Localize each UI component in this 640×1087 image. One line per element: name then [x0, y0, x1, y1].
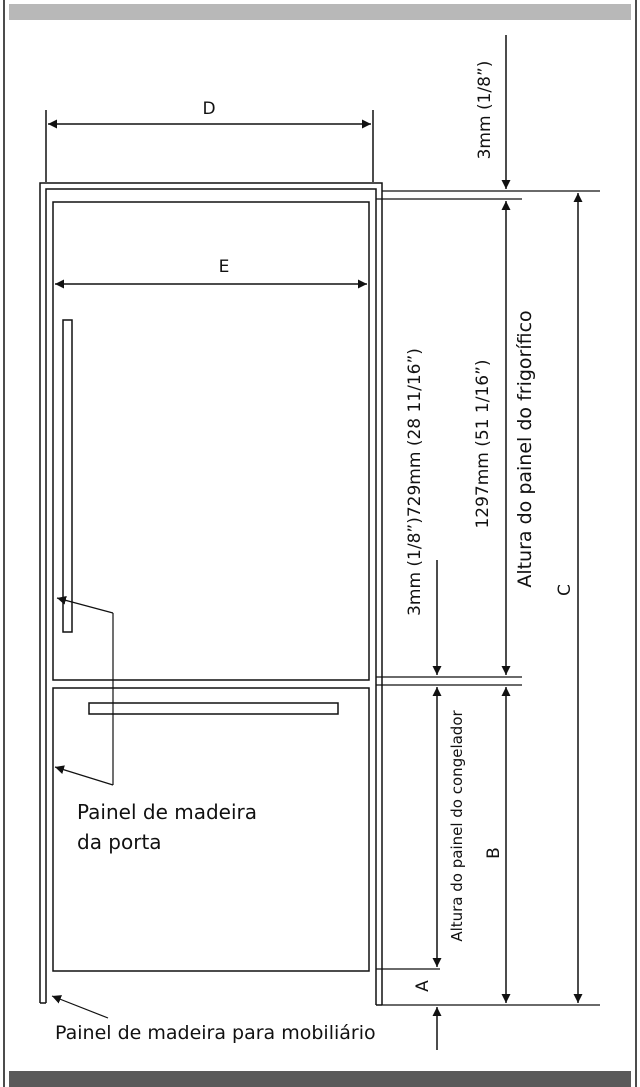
label-door-panel-line2: da porta	[77, 830, 162, 854]
label-b: B	[484, 847, 504, 859]
label-d: D	[202, 99, 215, 119]
label-freezer-panel: Altura do painel do congelador	[448, 710, 466, 942]
label-door-panel-line1: Painel de madeira	[77, 800, 257, 824]
callout-furniture-panel	[51, 995, 109, 1019]
cabinet-outline	[39, 182, 383, 1006]
callout-door-panel	[54, 595, 114, 786]
bottom-bar	[9, 1071, 631, 1087]
label-e: E	[219, 257, 230, 277]
label-freezer-gap: 3mm (1/8”)729mm (28 11/16”)	[405, 348, 425, 616]
freezer-door	[52, 687, 370, 972]
extension-lines	[376, 190, 600, 1006]
label-top-gap: 3mm (1/8”)	[475, 61, 495, 160]
dimension-d	[45, 110, 374, 182]
fridge-handle	[62, 319, 73, 633]
label-fridge-height: 1297mm (51 1/16”)	[473, 359, 493, 528]
label-fridge-panel: Altura do painel do frigorífico	[514, 310, 536, 587]
label-furniture-panel: Painel de madeira para mobiliário	[55, 1022, 376, 1044]
label-c: C	[555, 584, 575, 596]
label-a: A	[413, 980, 433, 992]
top-bar	[9, 4, 631, 20]
freezer-handle	[88, 702, 339, 715]
fridge-door	[52, 201, 370, 681]
